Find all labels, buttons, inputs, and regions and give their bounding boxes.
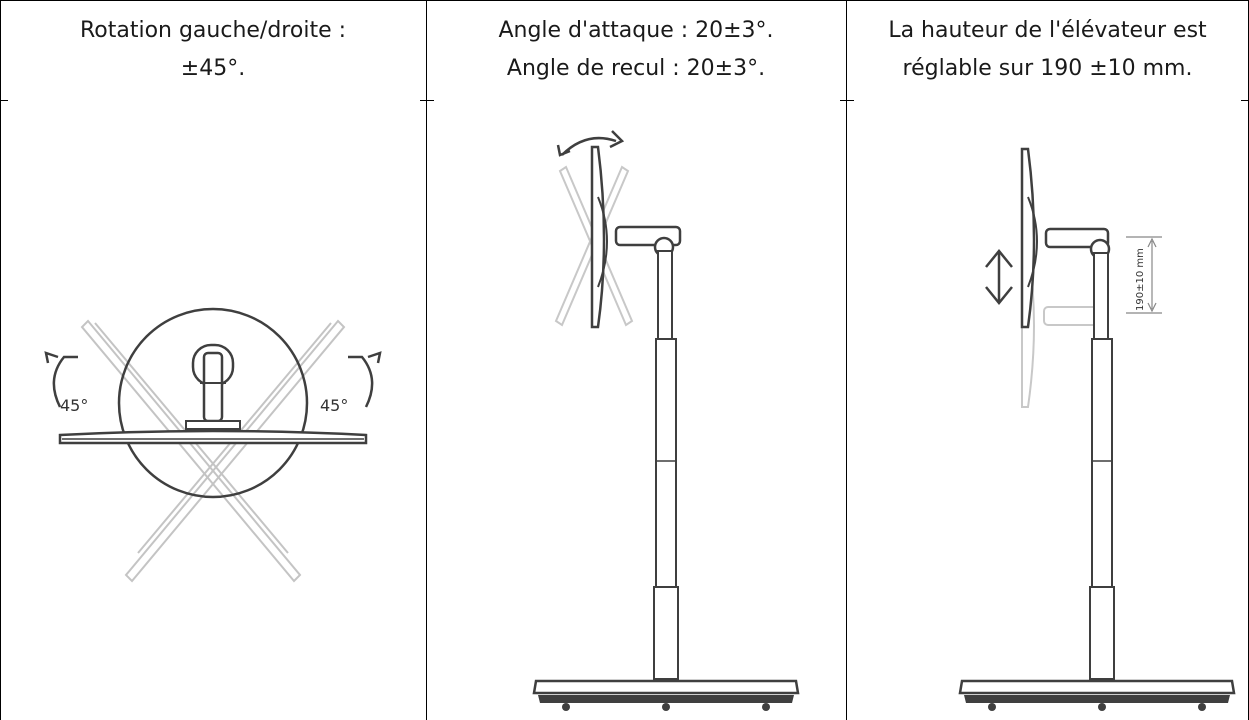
header-tilt-line-1: Angle d'attaque : 20±3°. <box>498 18 774 43</box>
row-divider-tick <box>840 100 854 101</box>
dimension-label: 190±10 mm <box>1135 248 1146 311</box>
table-border-left <box>0 0 1 720</box>
row-divider-tick <box>0 100 8 101</box>
table-border-top <box>0 0 1249 1</box>
header-tilt-line-2: Angle de recul : 20±3°. <box>506 56 766 81</box>
row-divider-tick <box>1241 100 1249 101</box>
swivel-diagram: 45° 45° <box>0 101 426 720</box>
row-divider-tick <box>420 100 434 101</box>
header-swivel-line-2: ±45°. <box>180 56 246 81</box>
column-divider-2 <box>846 0 847 720</box>
tilt-diagram-svg <box>532 130 800 711</box>
height-diagram-svg: 190±10 mm <box>958 147 1236 711</box>
header-height-line-1: La hauteur de l'élévateur est <box>888 18 1207 43</box>
swivel-diagram-svg: 45° 45° <box>44 307 382 583</box>
height-diagram: 190±10 mm <box>846 101 1249 720</box>
header-tilt: Angle d'attaque : 20±3°. Angle de recul … <box>426 0 846 100</box>
left-angle-label: 45° <box>60 396 88 415</box>
tilt-diagram <box>426 101 846 720</box>
header-height: La hauteur de l'élévateur est réglable s… <box>846 0 1249 100</box>
header-height-line-2: réglable sur 190 ±10 mm. <box>902 56 1193 81</box>
right-angle-label: 45° <box>320 396 348 415</box>
header-swivel-line-1: Rotation gauche/droite : <box>79 18 347 43</box>
column-divider-1 <box>426 0 427 720</box>
header-swivel: Rotation gauche/droite : ±45°. <box>0 0 426 100</box>
